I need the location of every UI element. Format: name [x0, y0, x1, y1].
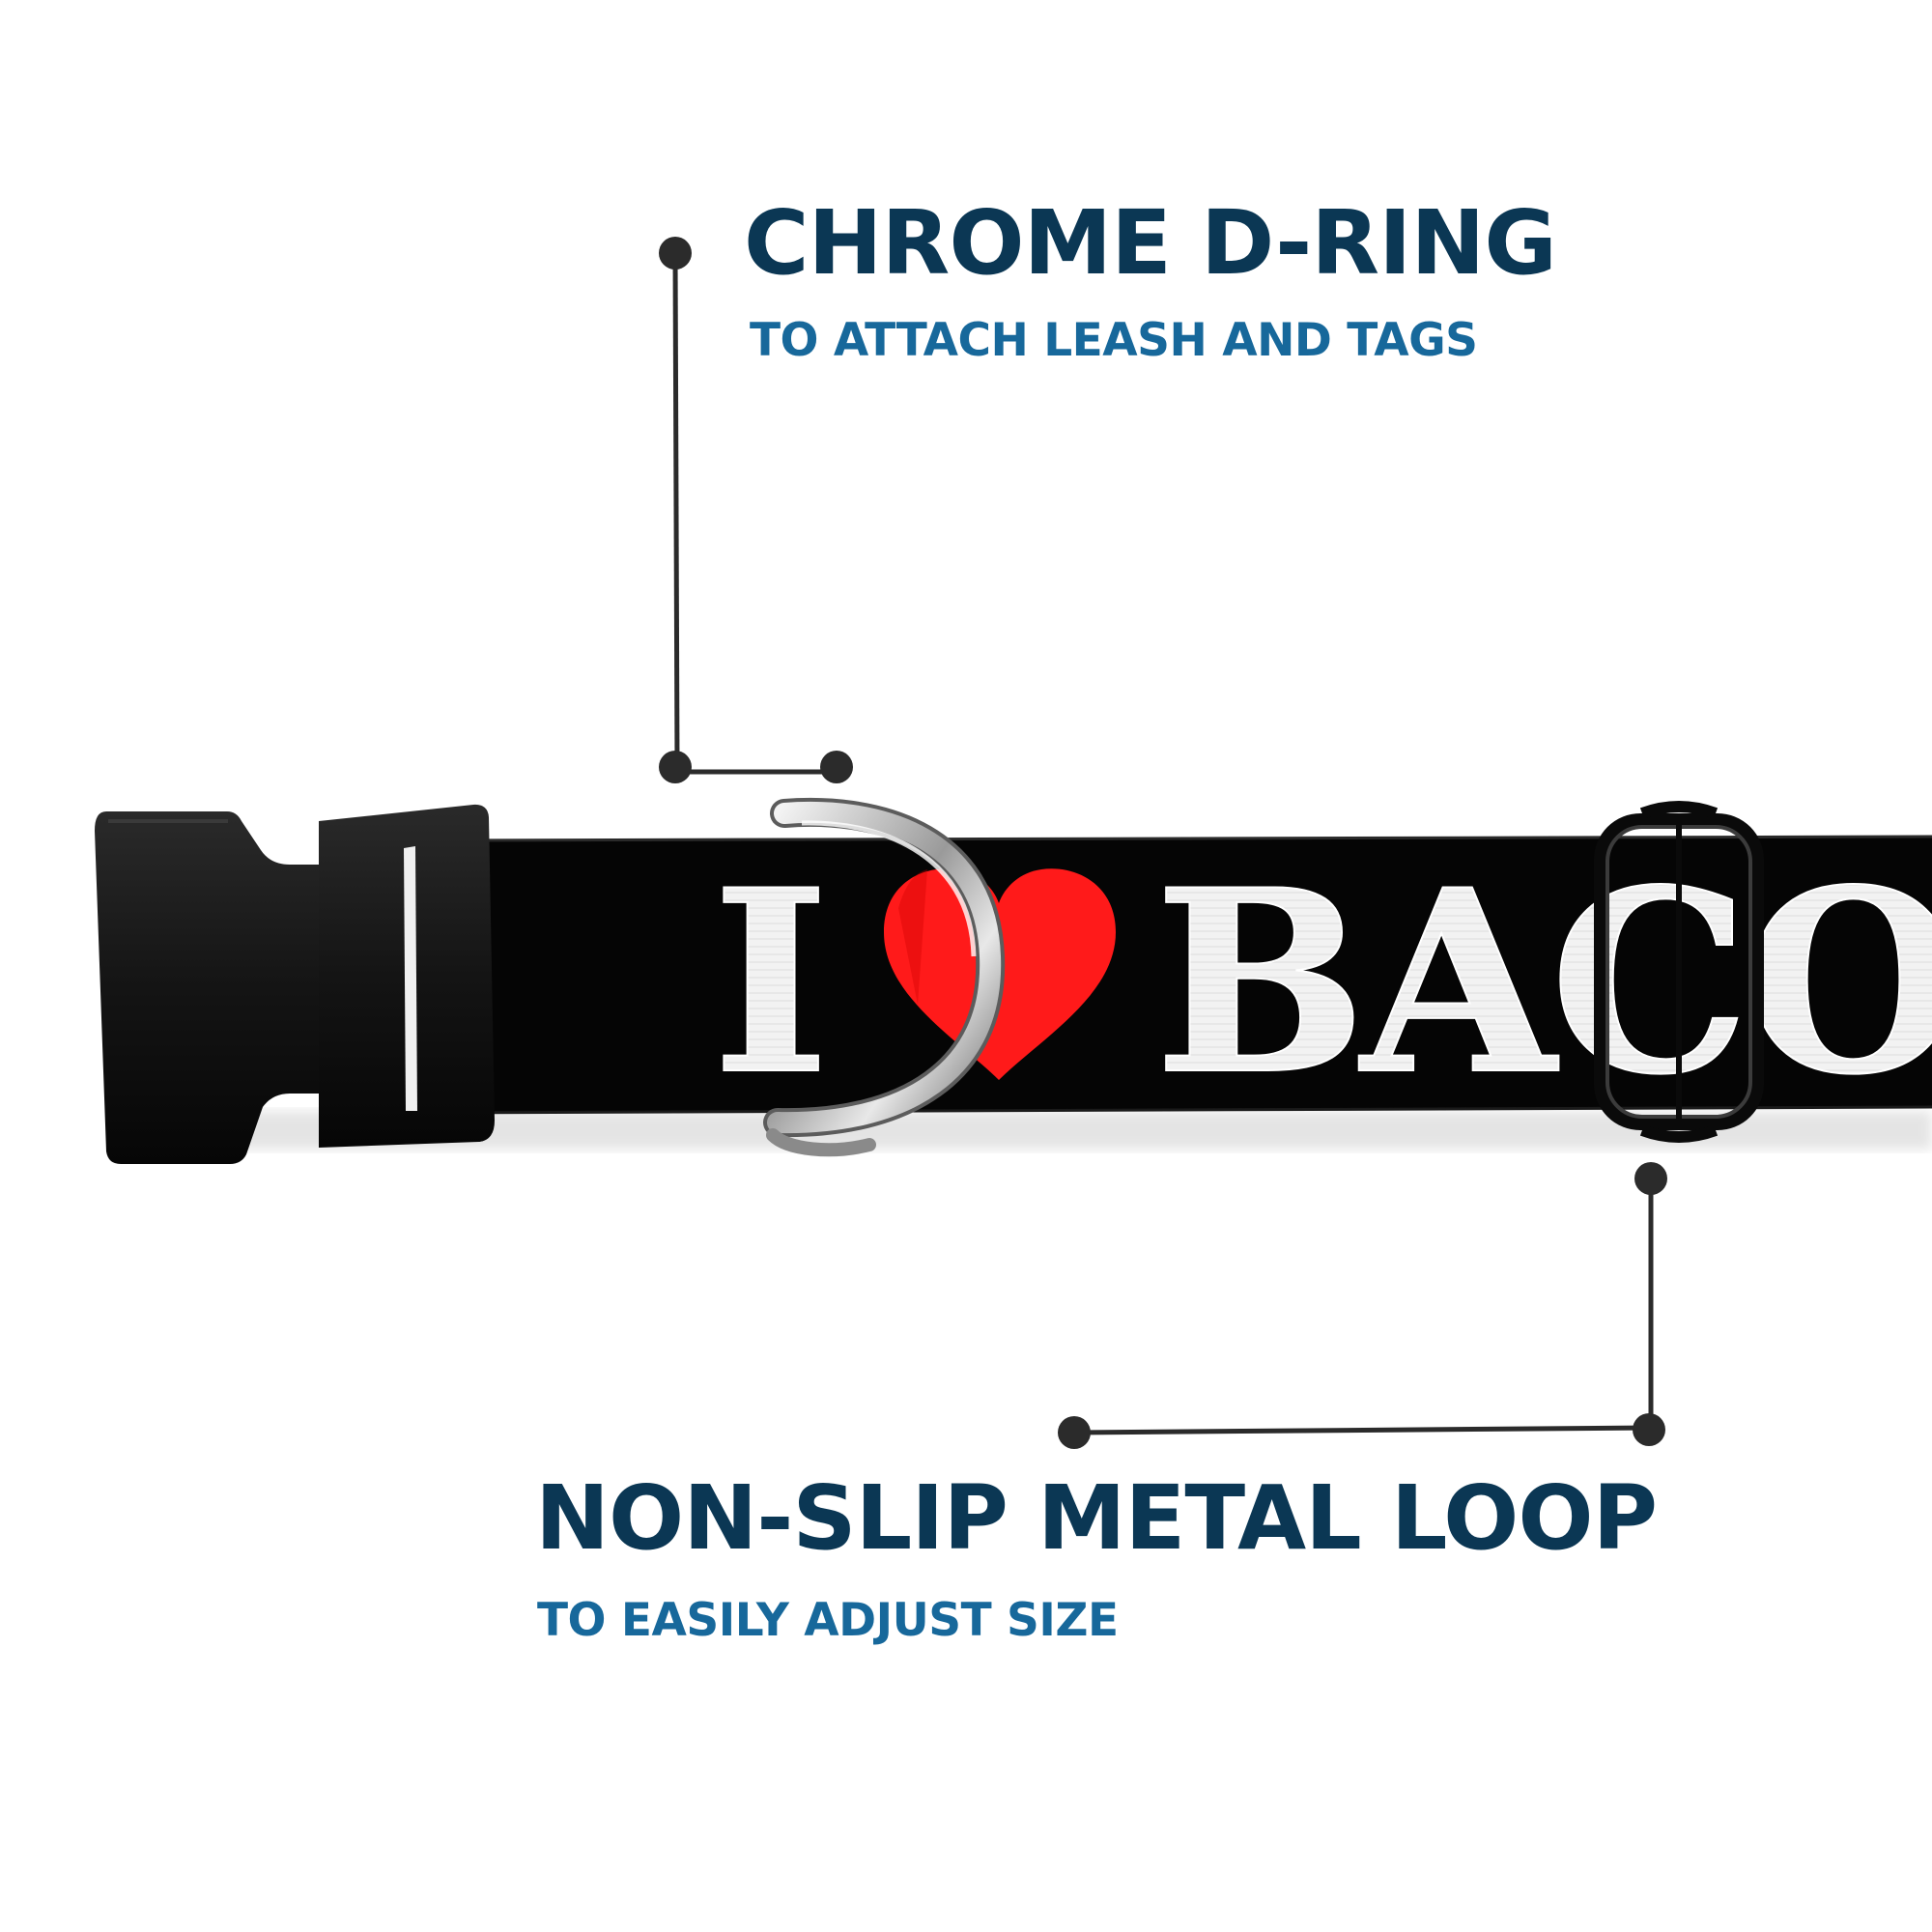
print-word: BACO	[1154, 836, 1932, 1130]
collar-print: I BACO	[711, 835, 1932, 1131]
metal-loop-feature-title: NON-SLIP METAL LOOP	[535, 1466, 1658, 1570]
leader-line-d-ring	[659, 237, 853, 783]
leader-dot	[820, 751, 853, 783]
leader-dot	[1634, 1162, 1667, 1195]
metal-loop-feature-subtitle: TO EASILY ADJUST SIZE	[537, 1594, 1119, 1647]
leader-dot	[1058, 1416, 1091, 1449]
side-release-buckle	[95, 804, 495, 1164]
d-ring-feature-subtitle: TO ATTACH LEASH AND TAGS	[750, 314, 1478, 367]
leader-dot	[659, 751, 692, 783]
print-letter-i: I	[712, 836, 830, 1130]
leader-dot	[1633, 1413, 1665, 1446]
chrome-d-ring	[763, 797, 1006, 1157]
leader-dot	[659, 237, 692, 270]
d-ring-feature-title: CHROME D-RING	[744, 191, 1557, 295]
leader-line-metal-loop	[1058, 1162, 1667, 1449]
adjuster-loop	[1594, 801, 1764, 1143]
